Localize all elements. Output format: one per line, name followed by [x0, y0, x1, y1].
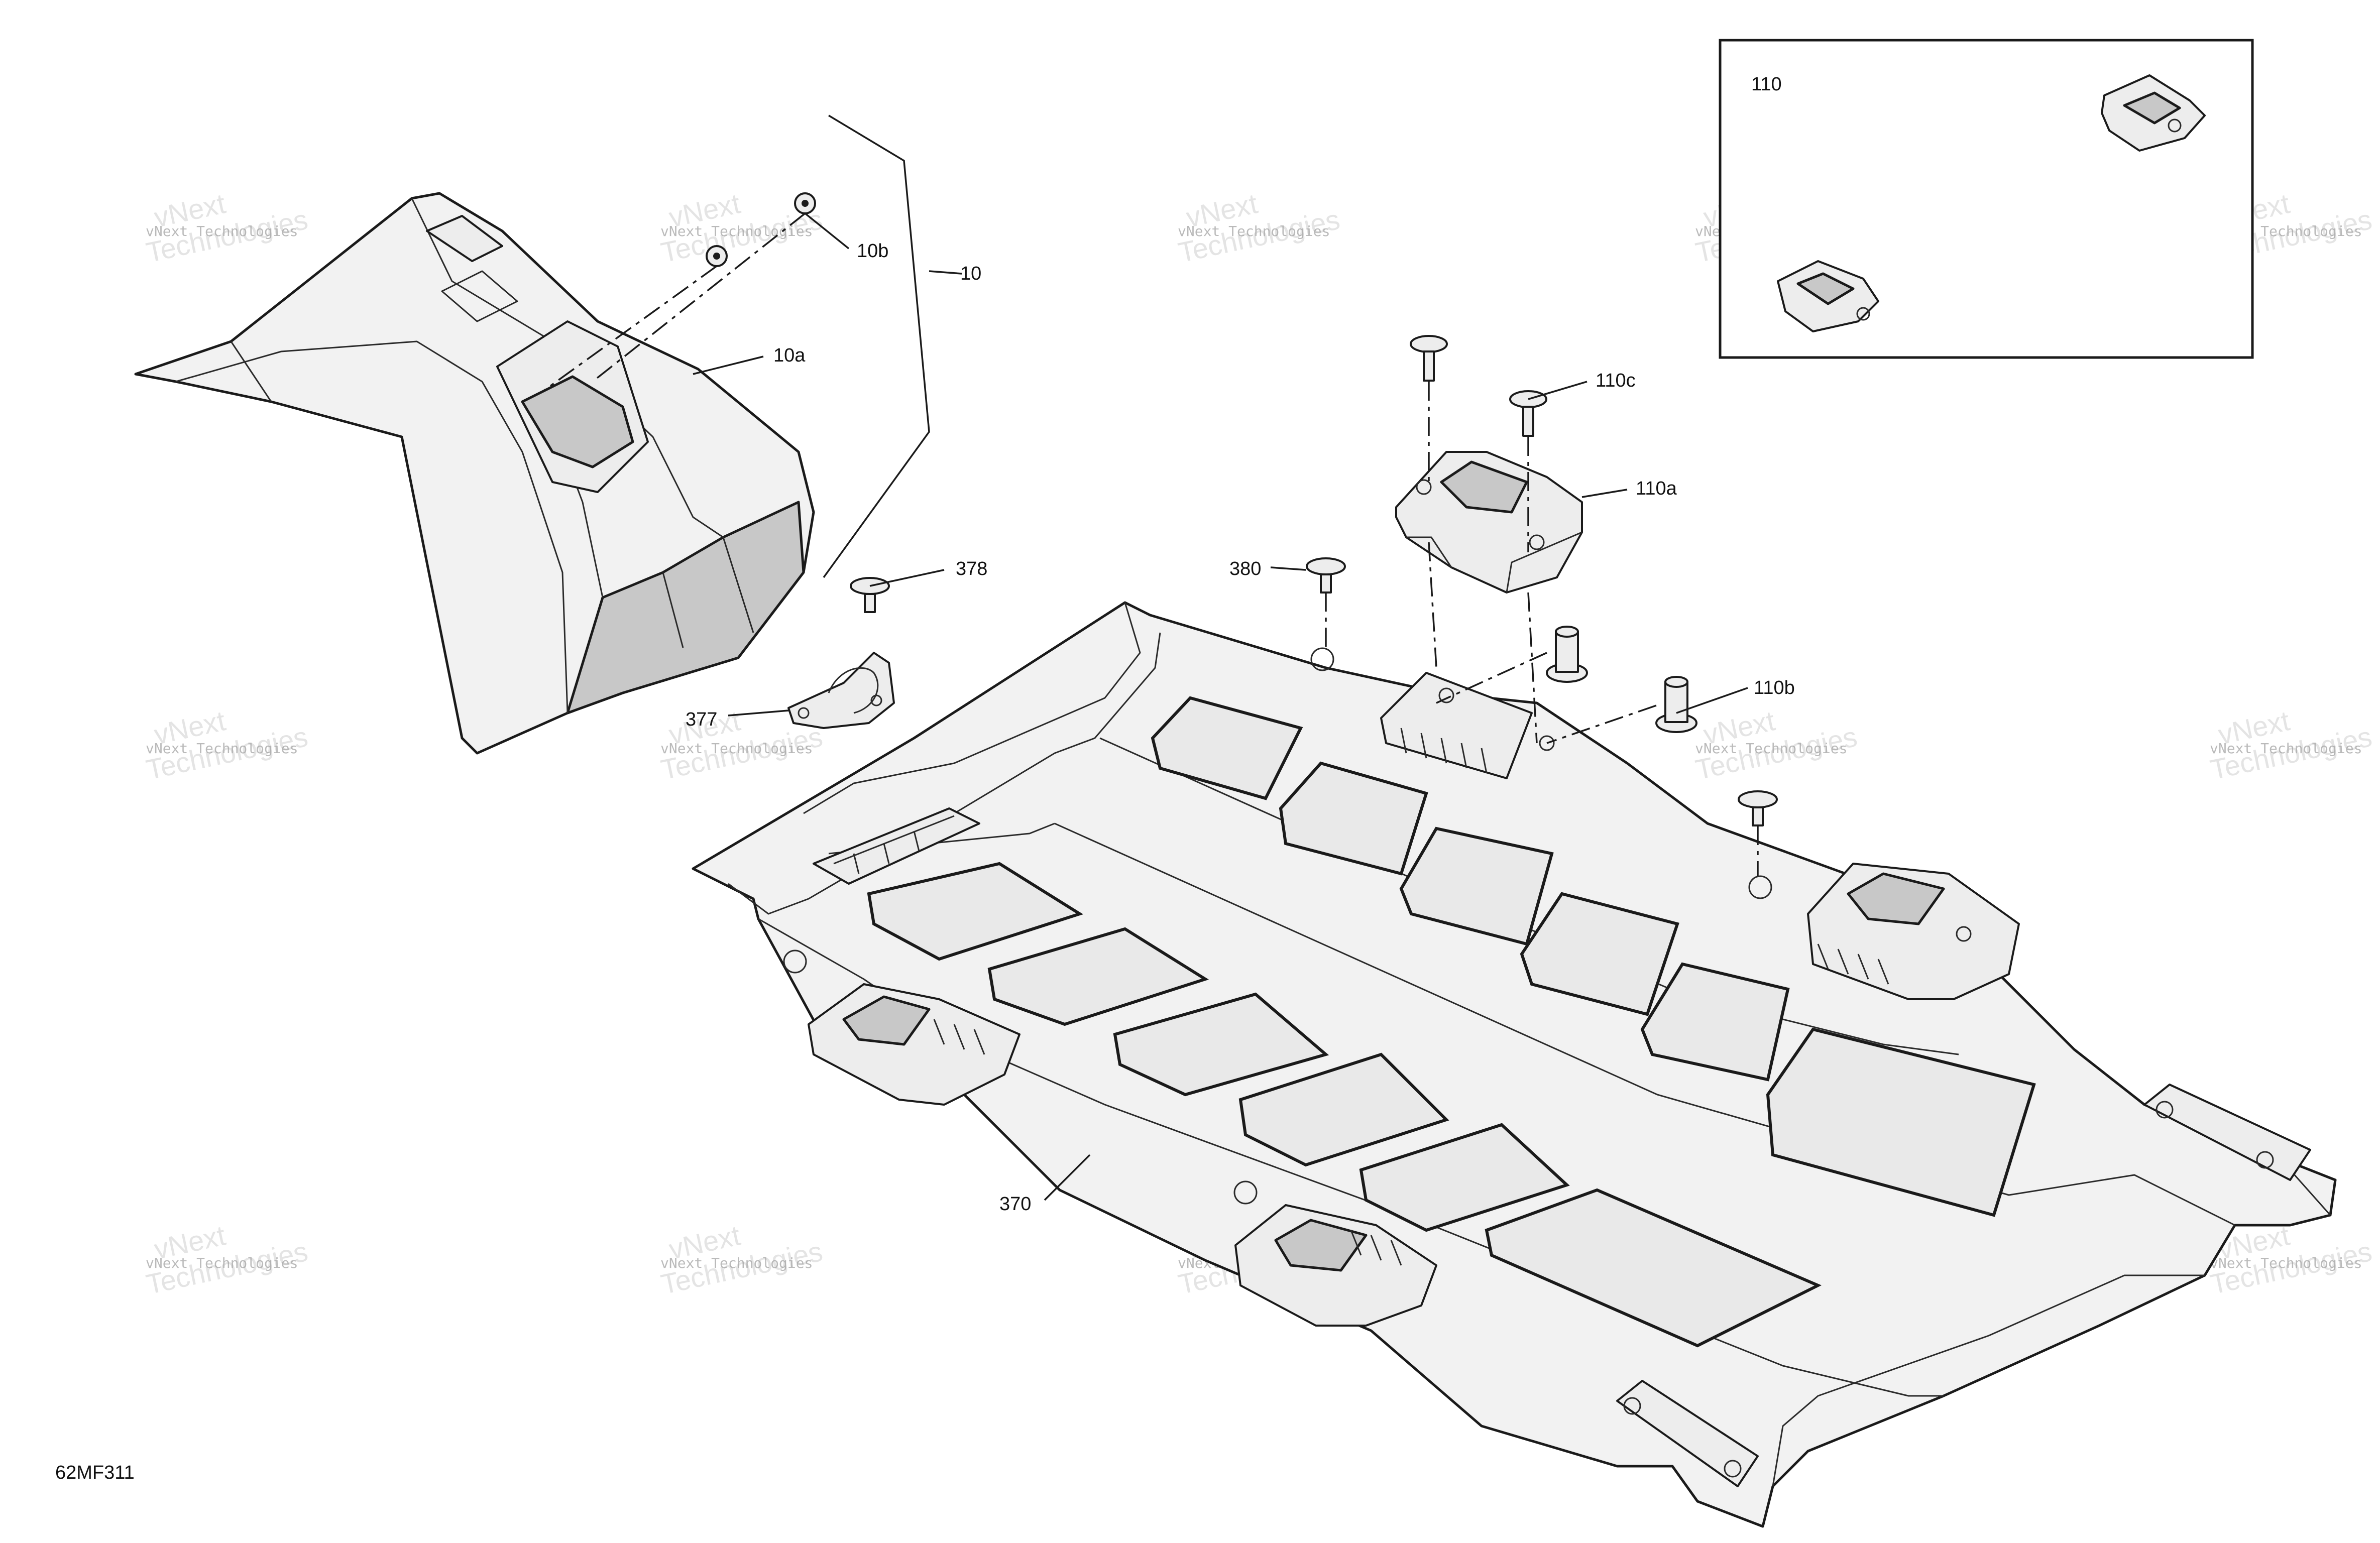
nut-part-110b[interactable] — [1546, 626, 1697, 733]
bracket-line-10 — [823, 114, 930, 578]
handle-right[interactable] — [1807, 863, 2020, 1000]
svg-text:vNext Technologies: vNext Technologies — [660, 740, 813, 757]
mounting-hole — [1310, 647, 1334, 671]
mounting-hole — [1438, 687, 1454, 703]
callout-377: 377 — [686, 709, 717, 730]
callout-110c: 110c — [1596, 370, 1636, 391]
watermark: vNext Technologies vNext Technologies — [143, 187, 310, 268]
assembly-axis-110b — [1436, 652, 1657, 744]
watermark: vNext Technologies vNext Technologies — [1175, 187, 1342, 268]
skid-plate-part-370[interactable] — [692, 601, 2337, 1528]
inset-label-110: 110 — [1751, 74, 1782, 95]
handle-part-110a[interactable] — [1395, 451, 1583, 594]
svg-text:vNext Technologies: vNext Technologies — [1695, 740, 1847, 757]
mounting-hole — [1748, 875, 1772, 899]
callout-378: 378 — [956, 558, 987, 579]
handle-bottom[interactable] — [1234, 1204, 1437, 1327]
svg-text:vNext Technologies: vNext Technologies — [1178, 223, 1330, 240]
diagram-code: 62MF311 — [55, 1462, 135, 1483]
mounting-hole — [783, 949, 807, 974]
svg-text:vNext Technologies: vNext Technologies — [146, 223, 298, 240]
callout-380: 380 — [1229, 558, 1261, 579]
handle-left[interactable] — [808, 983, 1021, 1106]
window-row-lower — [867, 862, 1822, 1348]
screw-part-380[interactable] — [1306, 557, 1346, 594]
watermark: vNext Technologies vNext Technologies — [658, 1219, 825, 1300]
watermark: vNext Technologies vNext Technologies — [143, 704, 310, 785]
screw-part-110c[interactable] — [1410, 335, 1547, 437]
screw-plate-right[interactable] — [1738, 790, 1778, 826]
callout-10b: 10b — [857, 241, 888, 262]
mounting-hole — [1539, 735, 1555, 751]
mounting-hole — [1233, 1180, 1258, 1205]
rear-cover-part-10a[interactable] — [134, 192, 815, 755]
svg-text:vNext Technologies: vNext Technologies — [660, 223, 813, 240]
watermark: vNext Technologies vNext Technologies — [2207, 704, 2374, 785]
leader-lines — [693, 212, 1748, 1201]
svg-text:vNext Technologies: vNext Technologies — [2210, 740, 2362, 757]
inset-handle-upper[interactable] — [2101, 74, 2206, 152]
callout-10a: 10a — [773, 345, 806, 366]
svg-text:vNext Technologies: vNext Technologies — [660, 1255, 813, 1271]
svg-text:vNext Technologies: vNext Technologies — [146, 1255, 298, 1271]
callout-110b: 110b — [1754, 677, 1795, 698]
svg-text:vNext Technologies: vNext Technologies — [146, 740, 298, 757]
callout-370: 370 — [999, 1194, 1031, 1215]
svg-text:vNext Technologies: vNext Technologies — [2210, 1255, 2362, 1271]
bracket-part-377[interactable] — [787, 652, 895, 729]
callout-10: 10 — [960, 263, 981, 284]
assembly-axis-110c — [1428, 382, 1538, 744]
watermark: vNext Technologies vNext Technologies — [1692, 704, 1860, 785]
inset-handle-lower[interactable] — [1777, 260, 1879, 332]
inset-box-110 — [1719, 39, 2254, 359]
callout-110a: 110a — [1636, 478, 1677, 499]
logo-plate-right — [2143, 1084, 2311, 1181]
logo-plate-bottom — [1616, 1380, 1759, 1487]
assembly-axis-10b — [541, 212, 806, 393]
window-row-upper — [1151, 696, 2036, 1217]
logo-plate-top — [1380, 672, 1533, 779]
watermark: vNext Technologies vNext Technologies — [143, 1219, 310, 1300]
